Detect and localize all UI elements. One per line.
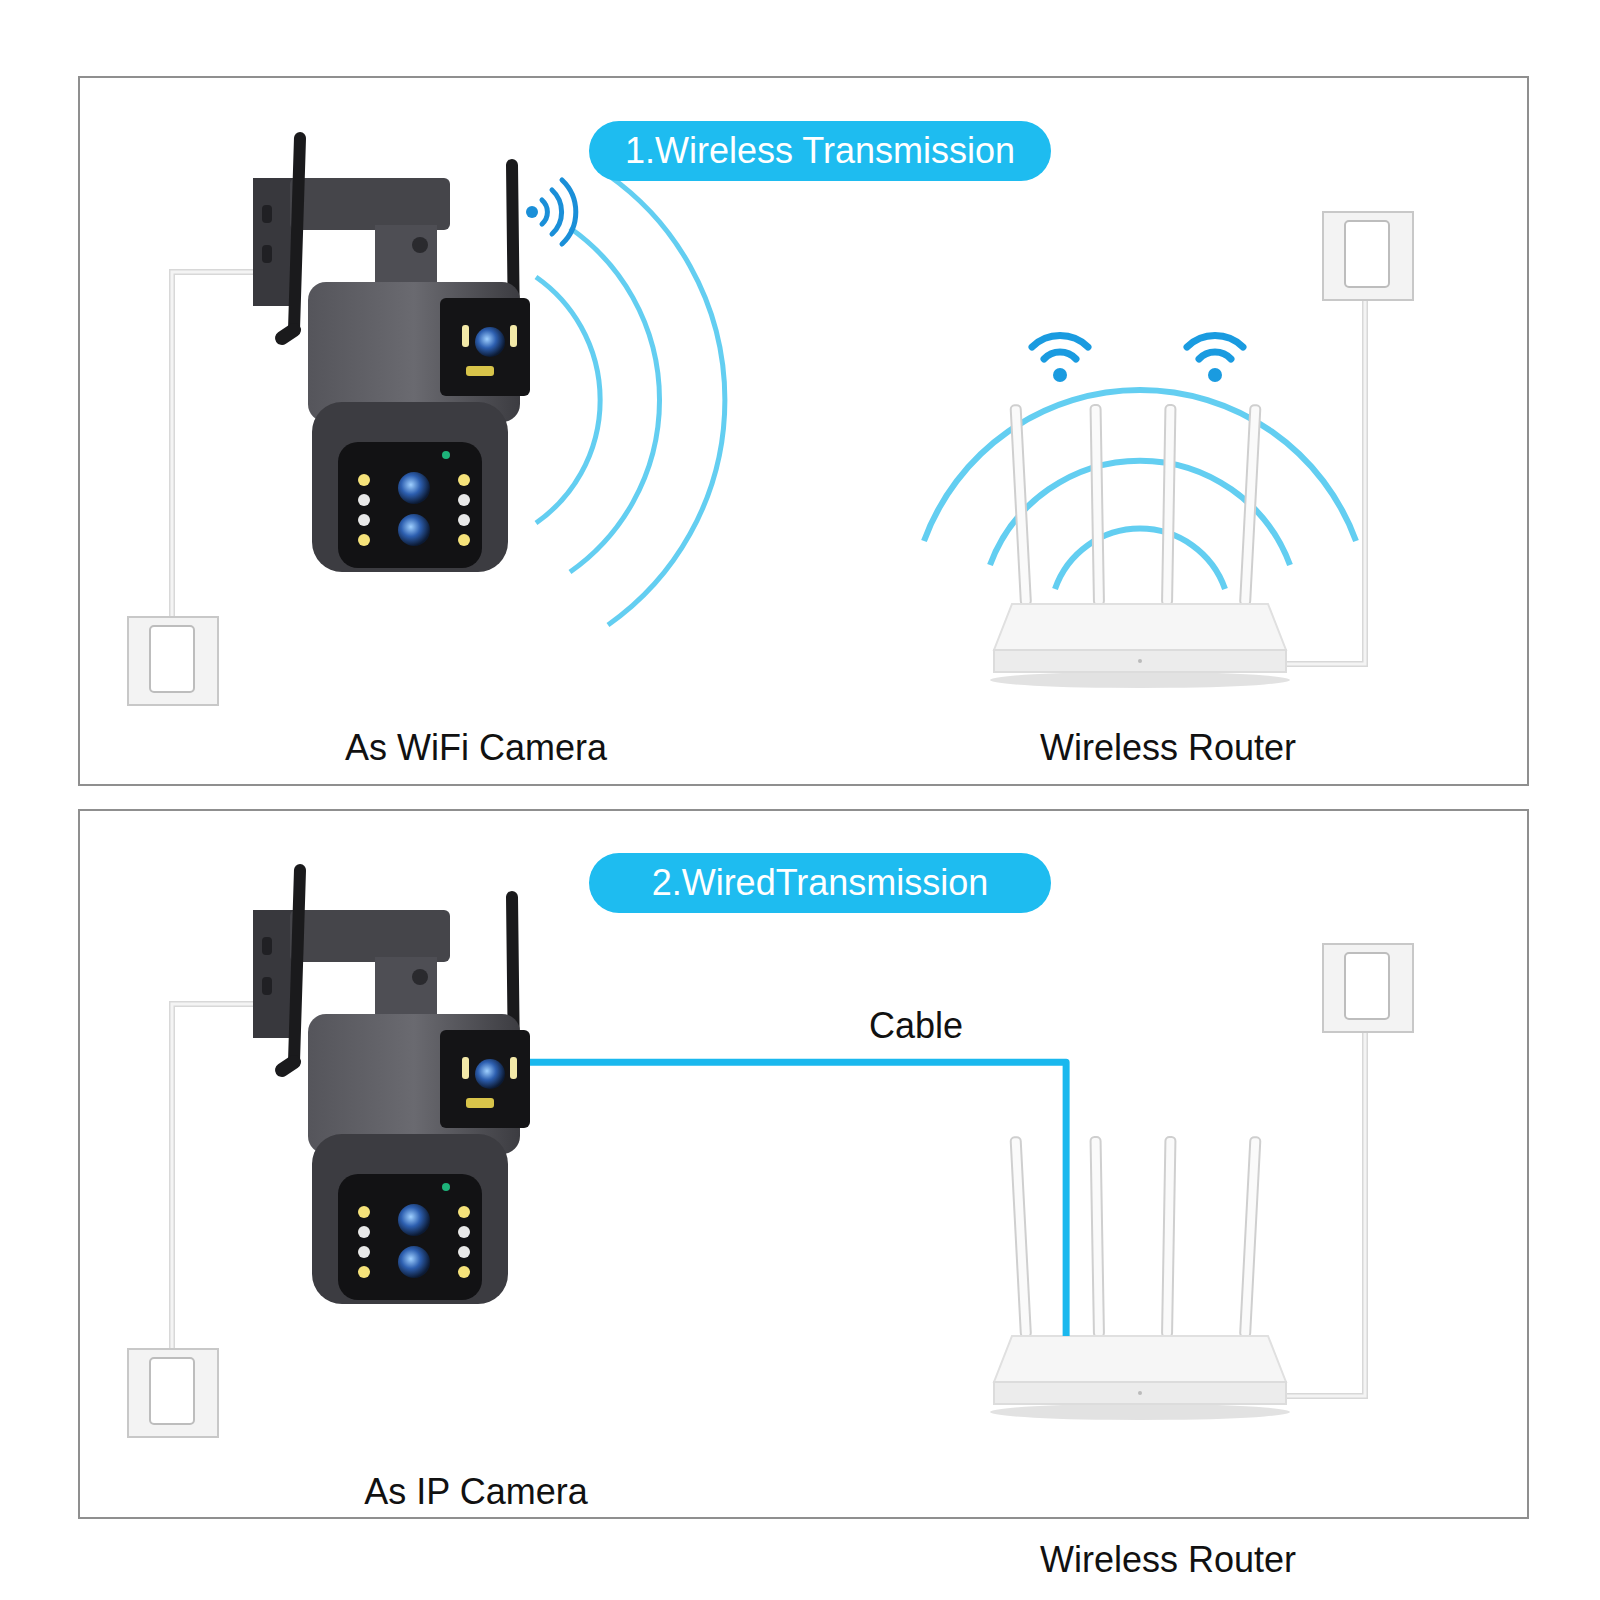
router-node: Wireless Router [994, 1336, 1286, 1404]
badge-text: 1.Wireless Transmission [625, 130, 1015, 172]
camera-node: As IP Camera [308, 862, 530, 1302]
badge-text: 2.WiredTransmission [652, 862, 989, 904]
device-label: Wireless Router [1040, 728, 1296, 768]
edge-label: Cable [869, 1006, 963, 1046]
title-badge: 1.Wireless Transmission [589, 121, 1051, 181]
device-label: As IP Camera [364, 1472, 587, 1512]
device-label: As WiFi Camera [345, 728, 607, 768]
title-badge: 2.WiredTransmission [589, 853, 1051, 913]
device-label: Wireless Router [1040, 1540, 1296, 1580]
network-cable [530, 1062, 1066, 1336]
camera-node: As WiFi Camera [308, 130, 530, 570]
router-node: Wireless Router [994, 604, 1286, 672]
